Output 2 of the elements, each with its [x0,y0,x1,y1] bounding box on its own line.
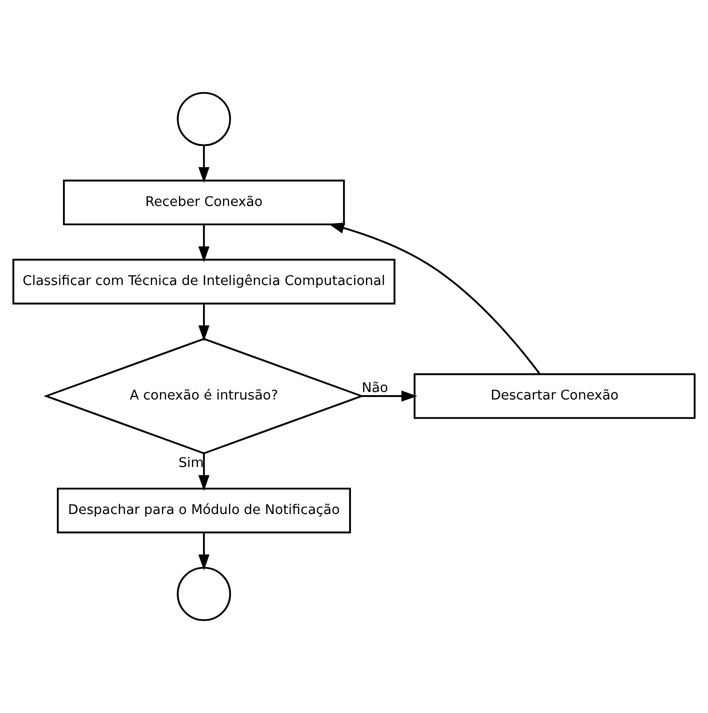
edge-label: Não [362,381,388,396]
edge-label: Sim [178,456,204,471]
